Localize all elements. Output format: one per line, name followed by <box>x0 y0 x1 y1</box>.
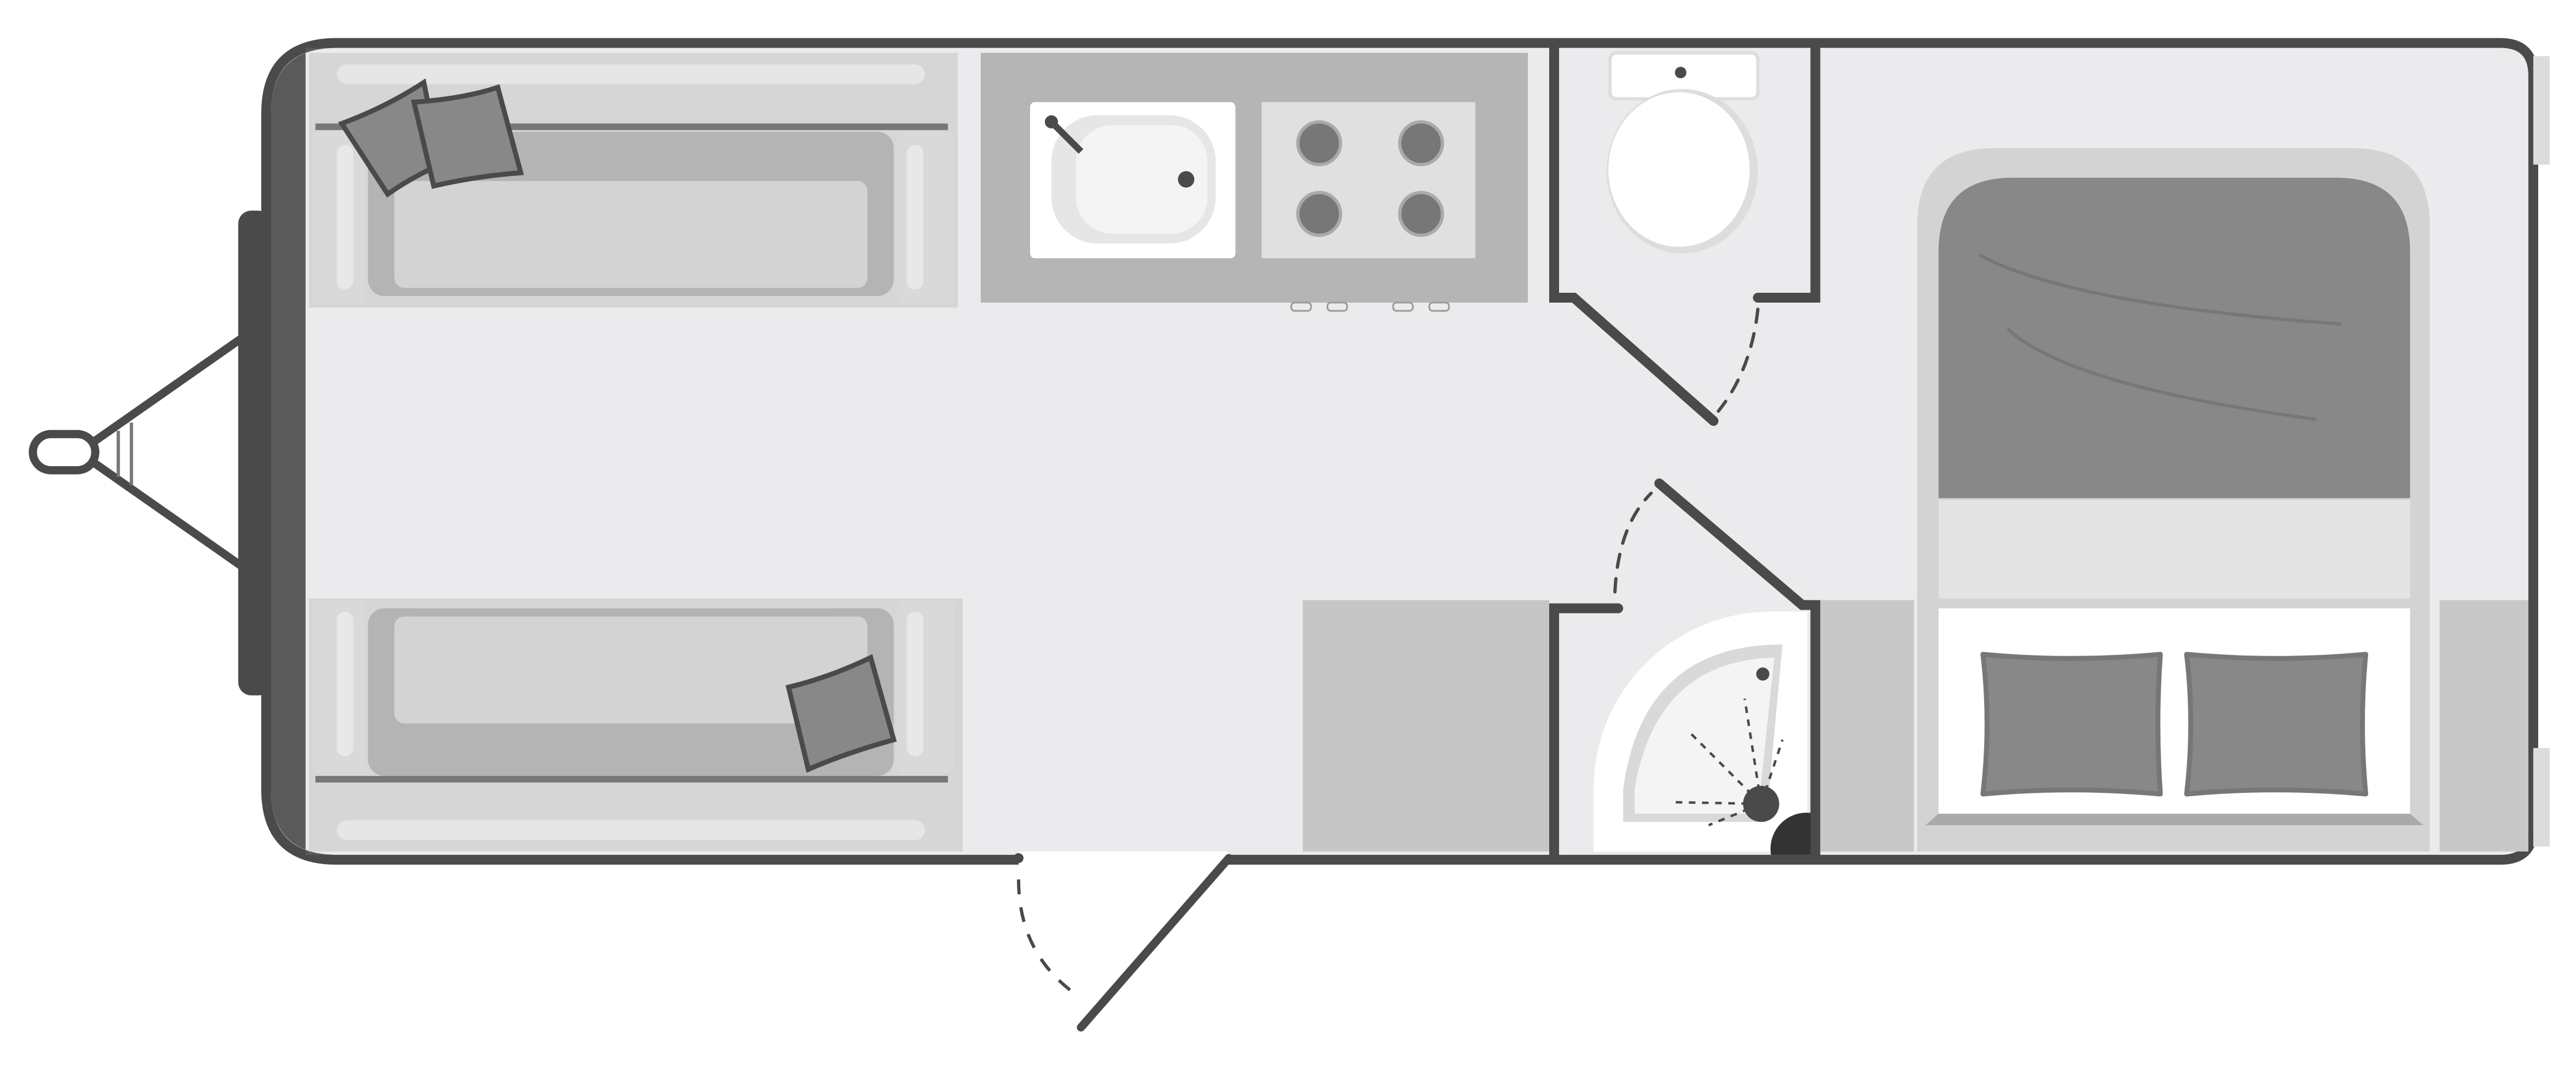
cabinet <box>1820 600 1914 852</box>
sofa-icon <box>309 598 963 852</box>
door-icon[interactable] <box>1013 851 1233 1032</box>
kitchen <box>980 53 1528 312</box>
cabinet <box>2439 600 2528 852</box>
toilet-icon <box>1607 51 1760 253</box>
shower-icon <box>1594 611 1816 855</box>
cushion <box>411 84 524 189</box>
shower-walls <box>1549 478 1821 864</box>
bed-icon <box>1917 148 2430 852</box>
hob-icon <box>1261 102 1475 312</box>
pillow <box>2184 652 2369 797</box>
sofa-icon <box>309 53 958 308</box>
pillow <box>1980 652 2163 797</box>
sink-icon <box>1030 102 1236 258</box>
wardrobe <box>1302 600 1550 852</box>
cushion <box>786 654 897 773</box>
washroom-walls <box>1549 41 1821 426</box>
hitch-icon <box>28 210 271 696</box>
